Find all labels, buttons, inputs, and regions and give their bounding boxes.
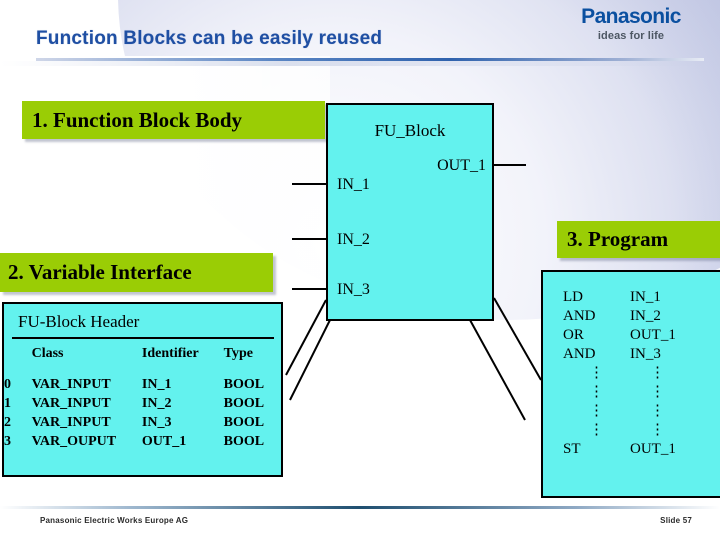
cell-type: BOOL — [223, 434, 265, 449]
program-operand: ⋮ — [650, 365, 665, 381]
program-line: LD IN_1 — [563, 288, 717, 307]
function-block-diagram: FU_Block OUT_1 IN_1 IN_2 IN_3 — [326, 103, 494, 321]
cell-type: BOOL — [223, 415, 265, 430]
program-operator: AND — [563, 308, 596, 324]
program-operand: ⋮ — [650, 422, 665, 438]
cell-index: 2 — [4, 415, 11, 430]
cell-class: VAR_OUPUT — [31, 434, 117, 449]
port-label-out-1: OUT_1 — [437, 157, 486, 174]
footer-slide-number: Slide 57 — [660, 516, 692, 525]
logo-tagline: ideas for life — [597, 30, 665, 43]
column-index — [4, 344, 32, 375]
table-row: 1 VAR_INPUT IN_2 BOOL — [4, 394, 285, 413]
program-operand: ⋮ — [650, 403, 665, 419]
column-header-identifier: Identifier — [141, 346, 199, 361]
label-variable-interface: 2. Variable Interface — [0, 253, 273, 292]
page-title: Function Blocks can be easily reused — [36, 28, 383, 49]
table-row: 2 VAR_INPUT IN_3 BOOL — [4, 413, 285, 432]
program-line: AND IN_3 — [563, 345, 717, 364]
program-operator: ⋮ — [589, 422, 604, 438]
cell-type: BOOL — [223, 396, 265, 411]
variable-interface-header: FU-Block Header — [18, 312, 140, 331]
title-divider-glow — [0, 61, 720, 66]
program-line: ⋮⋮ — [563, 421, 717, 440]
slide-header: Function Blocks can be easily reused Pan… — [0, 0, 720, 66]
cell-identifier: OUT_1 — [141, 434, 187, 449]
program-operand: IN_1 — [630, 289, 661, 305]
wire-output-1 — [492, 164, 526, 166]
table-row: 0 VAR_INPUT IN_1 BOOL — [4, 375, 285, 394]
table-header-row: Class Identifier Type — [4, 344, 285, 375]
logo-wordmark: Panasonic — [581, 5, 681, 28]
function-block-name: FU_Block — [374, 121, 446, 140]
program-operator: ⋮ — [589, 403, 604, 419]
program-line: ⋮⋮ — [563, 383, 717, 402]
program-operator: AND — [563, 346, 596, 362]
wire-input-1 — [292, 183, 328, 185]
title-divider — [36, 58, 704, 61]
cell-identifier: IN_3 — [141, 415, 172, 430]
wire-input-2 — [292, 238, 328, 240]
program-line: ⋮⋮ — [563, 364, 717, 383]
program-line: ⋮⋮ — [563, 402, 717, 421]
program-operator: LD — [563, 289, 583, 305]
cell-index: 3 — [4, 434, 11, 449]
program-line: ST OUT_1 — [563, 440, 717, 459]
footer-company: Panasonic Electric Works Europe AG — [40, 516, 189, 525]
program-operator: ST — [563, 441, 581, 457]
program-line: OR OUT_1 — [563, 326, 717, 345]
label-program: 3. Program — [557, 221, 720, 258]
column-header-class: Class — [31, 346, 64, 361]
cell-class: VAR_INPUT — [31, 396, 111, 411]
variable-interface-divider — [12, 337, 274, 339]
port-label-in-2: IN_2 — [337, 231, 370, 248]
program-operand: IN_3 — [630, 346, 661, 362]
cell-identifier: IN_2 — [141, 396, 172, 411]
program-operator: ⋮ — [589, 365, 604, 381]
program-operand: ⋮ — [650, 384, 665, 400]
cell-class: VAR_INPUT — [31, 377, 111, 392]
port-label-in-1: IN_1 — [337, 176, 370, 193]
cell-index: 0 — [4, 377, 11, 392]
label-function-block-body: 1. Function Block Body — [22, 101, 325, 139]
column-header-type: Type — [223, 346, 253, 361]
program-operator: OR — [563, 327, 584, 343]
program-operand: OUT_1 — [630, 327, 676, 343]
port-label-in-3: IN_3 — [337, 281, 370, 298]
program-operator: ⋮ — [589, 384, 604, 400]
table-row: 3 VAR_OUPUT OUT_1 BOOL — [4, 432, 285, 451]
wire-input-3 — [292, 288, 328, 290]
cell-identifier: IN_1 — [141, 377, 172, 392]
cell-type: BOOL — [223, 377, 265, 392]
cell-class: VAR_INPUT — [31, 415, 111, 430]
program-operand: OUT_1 — [630, 441, 676, 457]
cell-index: 1 — [4, 396, 11, 411]
program-operand: IN_2 — [630, 308, 661, 324]
program-line: AND IN_2 — [563, 307, 717, 326]
footer-divider — [0, 506, 720, 509]
panasonic-logo: Panasonic ideas for life — [556, 5, 706, 43]
